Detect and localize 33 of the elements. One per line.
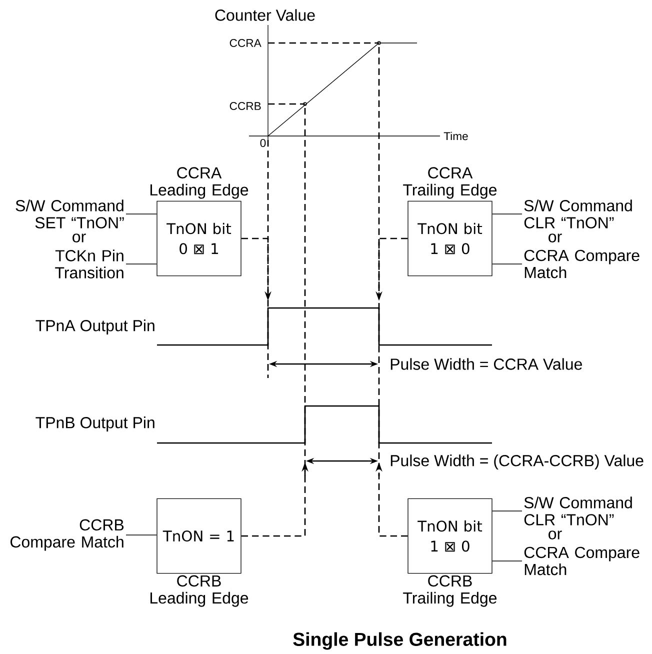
input-label: S/W Command CLR “TnON” [524, 200, 632, 228]
caption: Single Pulse Generation [293, 632, 506, 650]
text-label: or [548, 234, 562, 242]
input-label: S/W Command CLR “TnON” [524, 496, 632, 526]
text-label: Counter Value [215, 9, 315, 21]
process-box: TnON bit 0 ⊠ 1 CCRA Leading Edge [150, 167, 248, 276]
text-label: CCRA [230, 39, 262, 48]
connector-line [492, 510, 522, 512]
input-label: CCRA Compare Match [524, 250, 640, 278]
signal-label: TPnB Output Pin [36, 416, 154, 432]
connector-line [492, 560, 522, 562]
input-label: CCRB Compare Match [10, 519, 124, 551]
text-label: 0 [260, 139, 266, 148]
signal-label: TPnA Output Pin [36, 320, 154, 334]
connector-line [126, 534, 157, 536]
process-box: TnON bit 1 ⊠ 0 CCRB Trailing Edge [403, 498, 497, 607]
node-label: CCRA Leading Edge [150, 167, 248, 199]
text-label: CCRB [230, 102, 261, 110]
input-label: S/W Command SET “TnON” [16, 200, 124, 228]
text-label: Pulse Width = (CCRA-CCRB) Value [390, 454, 644, 470]
input-label: CCRA Compare Match [524, 546, 640, 576]
waveform [157, 307, 492, 346]
text-label: or [548, 530, 562, 540]
process-box: TnON bit 1 ⊠ 0 CCRA Trailing Edge [403, 167, 497, 276]
process-box: TnON = 1 CCRB Leading Edge [150, 498, 248, 607]
text-label: Pulse Width = CCRA Value [390, 358, 582, 370]
node-label: CCRA Trailing Edge [403, 167, 497, 199]
waveform [157, 405, 492, 444]
node-label: CCRB Trailing Edge [403, 575, 497, 607]
text-label: Time [444, 132, 468, 140]
text-label: or [72, 234, 86, 242]
input-label: TCKn Pin Transition [55, 250, 124, 278]
node-label: CCRB Leading Edge [150, 575, 248, 607]
